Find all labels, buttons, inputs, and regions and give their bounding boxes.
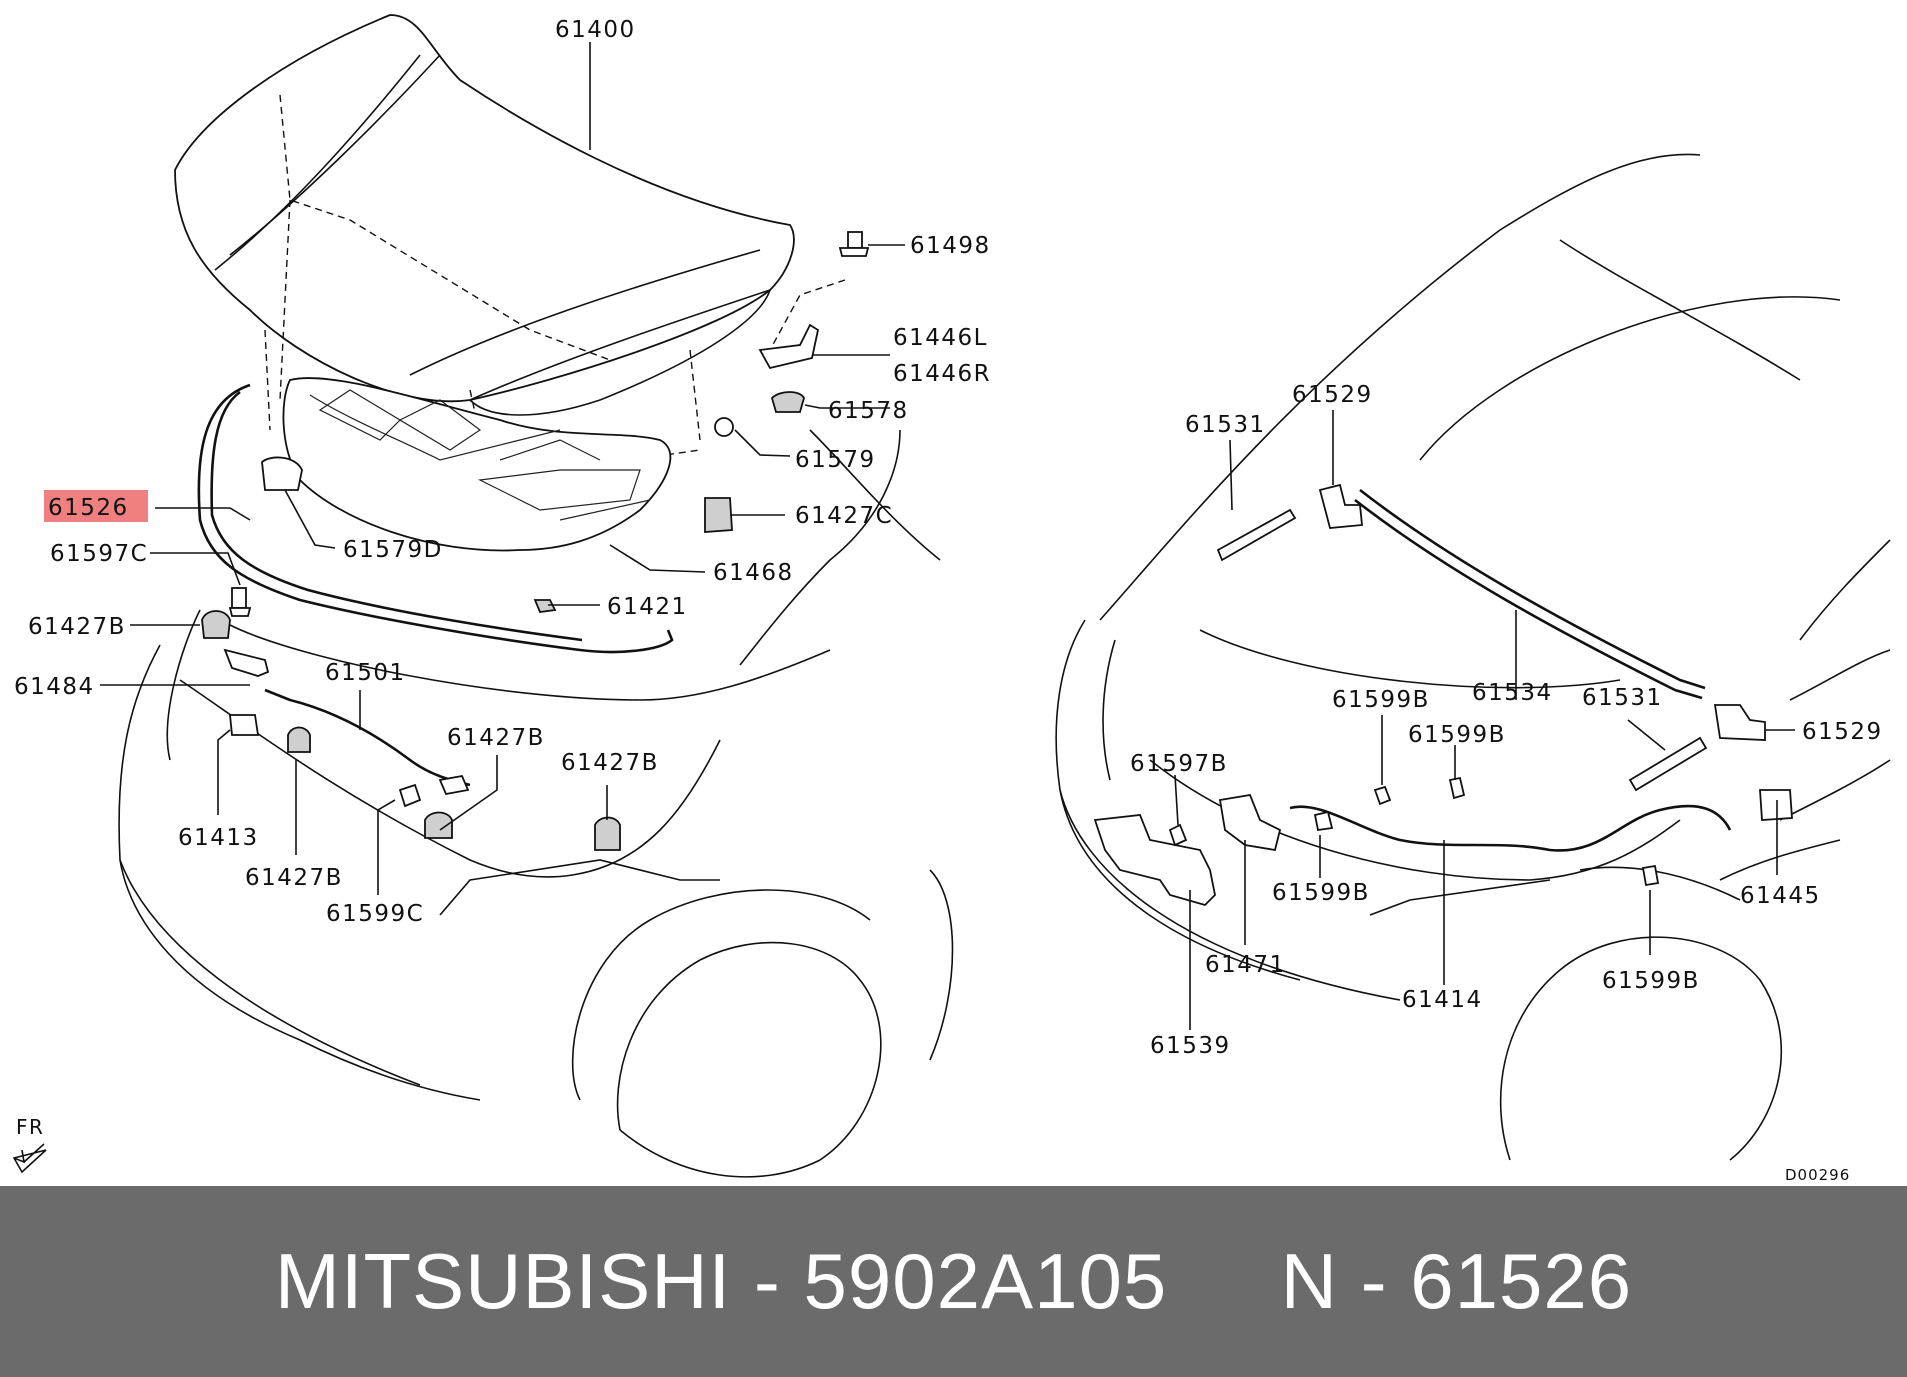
part-label-61427B-d[interactable]: 61427B xyxy=(245,865,343,891)
part-label-61531-b[interactable]: 61531 xyxy=(1582,685,1663,711)
part-label-61579D[interactable]: 61579D xyxy=(343,537,443,563)
part-label-61599C[interactable]: 61599C xyxy=(326,901,424,927)
part-label-61427B-c[interactable]: 61427B xyxy=(561,750,659,776)
right-hood-latch-drawing xyxy=(1055,153,1891,1161)
part-label-61427C[interactable]: 61427C xyxy=(795,503,893,529)
part-labels-right: 61529 61531 61599B 61534 61531 61529 615… xyxy=(1130,382,1883,1059)
front-arrow-icon xyxy=(12,1143,47,1174)
part-label-61471[interactable]: 61471 xyxy=(1205,952,1286,978)
part-label-61446L[interactable]: 61446L xyxy=(893,325,988,351)
part-label-61445[interactable]: 61445 xyxy=(1740,883,1821,909)
part-label-61597B[interactable]: 61597B xyxy=(1130,751,1228,777)
part-label-61534[interactable]: 61534 xyxy=(1472,680,1553,706)
part-label-61539[interactable]: 61539 xyxy=(1150,1033,1231,1059)
part-label-61446R[interactable]: 61446R xyxy=(893,361,991,387)
part-label-61578[interactable]: 61578 xyxy=(828,398,909,424)
left-hood-assembly-drawing xyxy=(100,14,954,1178)
front-direction-label: FR xyxy=(16,1115,44,1139)
part-label-61501[interactable]: 61501 xyxy=(325,660,406,686)
part-label-61597C[interactable]: 61597C xyxy=(50,541,148,567)
highlight-box-61526 xyxy=(44,490,148,522)
part-label-61400[interactable]: 61400 xyxy=(555,17,636,43)
front-direction-indicator: FR xyxy=(12,1115,47,1174)
part-number-banner: MITSUBISHI - 5902A105 N - 61526 xyxy=(0,1186,1907,1377)
part-label-61421[interactable]: 61421 xyxy=(607,594,688,620)
part-label-61468[interactable]: 61468 xyxy=(713,560,794,586)
part-label-61599B-d[interactable]: 61599B xyxy=(1602,968,1700,994)
part-label-61414[interactable]: 61414 xyxy=(1402,987,1483,1013)
part-label-61531-a[interactable]: 61531 xyxy=(1185,412,1266,438)
parts-diagram: 61400 61498 61446L 61446R 61578 61579 61… xyxy=(12,14,1891,1184)
part-label-61427B-a[interactable]: 61427B xyxy=(28,614,126,640)
part-label-61599B-a[interactable]: 61599B xyxy=(1332,687,1430,713)
part-label-61484[interactable]: 61484 xyxy=(14,674,95,700)
part-label-61579[interactable]: 61579 xyxy=(795,447,876,473)
reference-code: D00296 xyxy=(1785,1166,1850,1184)
part-label-61599B-b[interactable]: 61599B xyxy=(1408,722,1506,748)
part-label-61599B-c[interactable]: 61599B xyxy=(1272,880,1370,906)
part-label-61427B-b[interactable]: 61427B xyxy=(447,725,545,751)
part-label-61413[interactable]: 61413 xyxy=(178,825,259,851)
banner-text: MITSUBISHI - 5902A105 N - 61526 xyxy=(274,1237,1633,1325)
part-label-61529-a[interactable]: 61529 xyxy=(1292,382,1373,408)
part-labels-left: 61400 61498 61446L 61446R 61578 61579 61… xyxy=(14,17,991,927)
part-label-61498[interactable]: 61498 xyxy=(910,233,991,259)
part-label-61526[interactable]: 61526 xyxy=(48,495,129,521)
part-label-61529-b[interactable]: 61529 xyxy=(1802,719,1883,745)
